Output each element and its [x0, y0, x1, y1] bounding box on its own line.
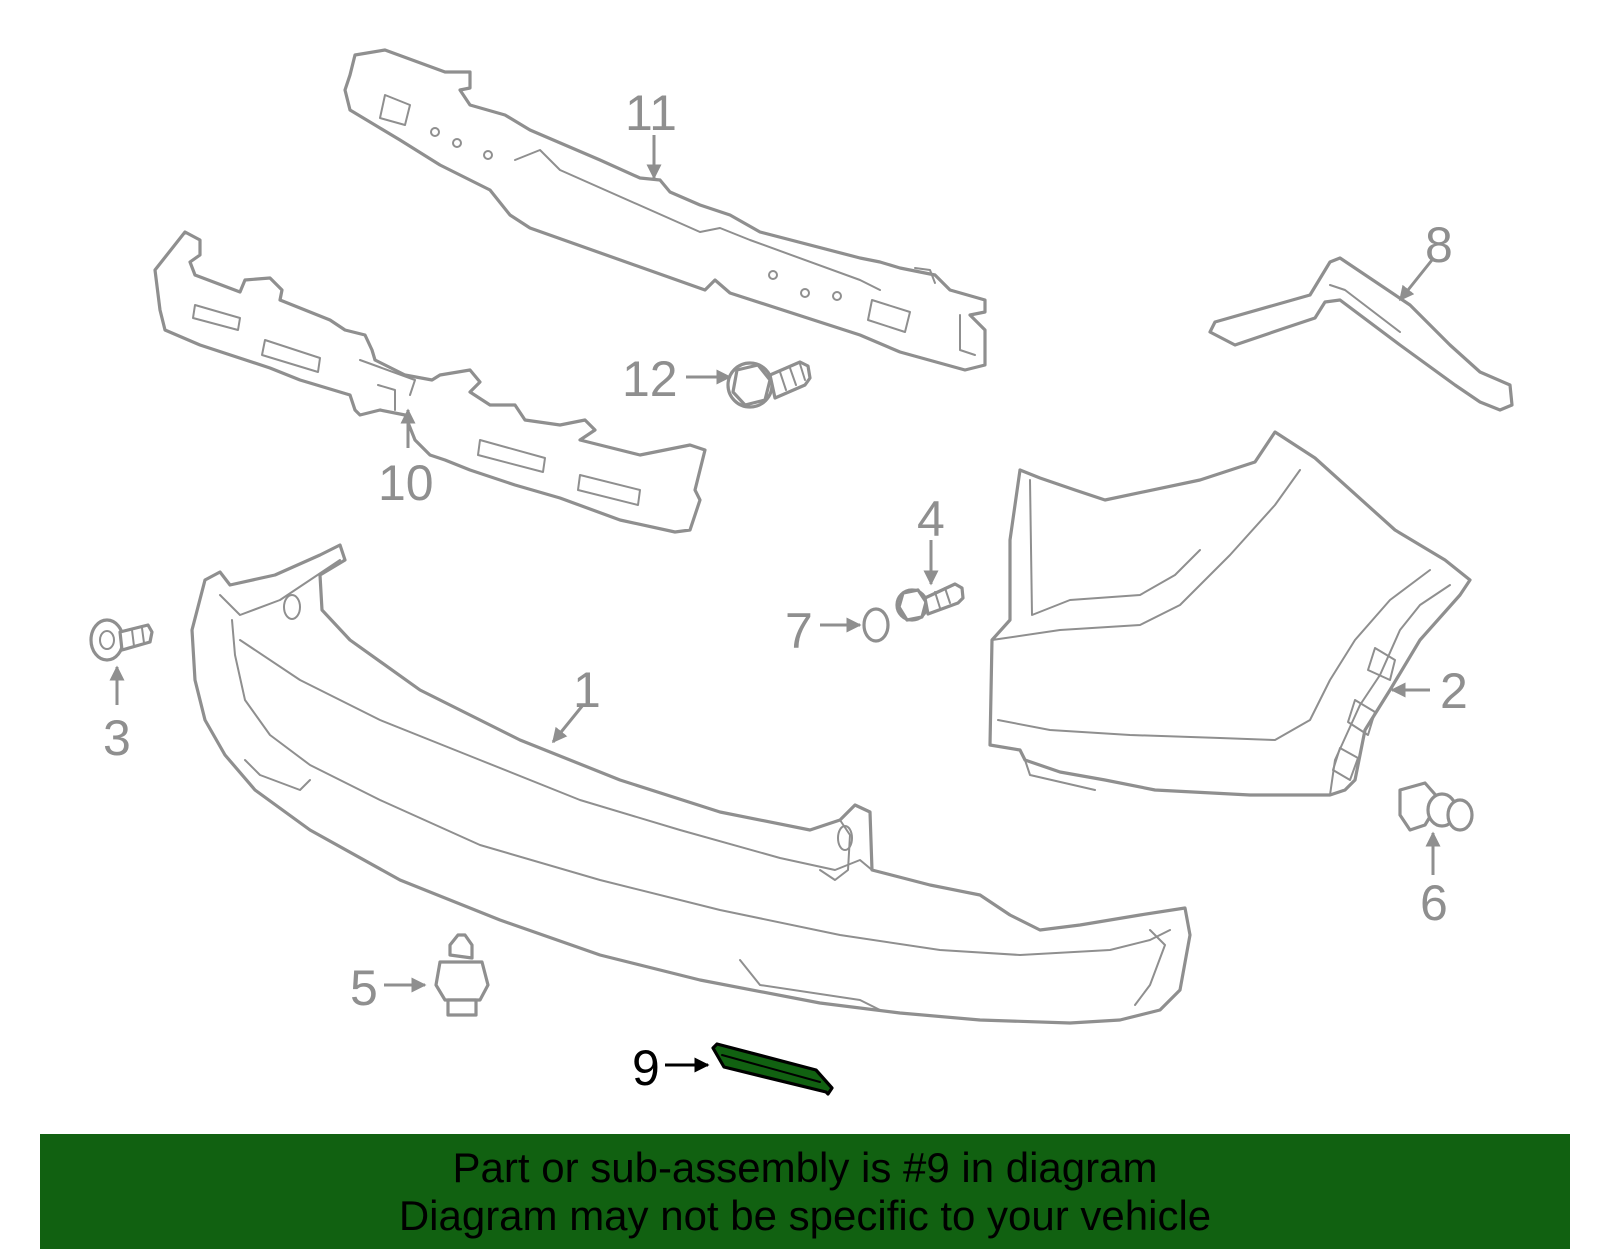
callout-2: 2: [1440, 663, 1468, 719]
callout-6: 6: [1420, 875, 1448, 931]
callout-labels: 11 10 12 8 4 7 2 1 3 5 6 9: [103, 85, 1468, 1096]
callout-3: 3: [103, 710, 131, 766]
banner-line-2: Diagram may not be specific to your vehi…: [398, 1192, 1212, 1239]
callout-9: 9: [632, 1040, 660, 1096]
callout-arrows: [109, 135, 1441, 1073]
callout-10: 10: [378, 455, 434, 511]
callout-11: 11: [625, 85, 677, 141]
part-11-reinforcement: [343, 48, 987, 372]
callout-8: 8: [1425, 217, 1453, 273]
callout-12: 12: [622, 351, 678, 407]
part-7-clip: [862, 607, 890, 643]
part-8-bracket: [1208, 256, 1514, 412]
callout-4: 4: [917, 491, 945, 547]
part-3-screw: [89, 618, 154, 662]
callout-5: 5: [350, 960, 378, 1016]
part-5-push-clip: [434, 933, 490, 1017]
banner-line-1: Part or sub-assembly is #9 in diagram: [452, 1144, 1158, 1191]
part-9-molding-highlighted: [711, 1042, 834, 1096]
part-10-absorber: [153, 230, 707, 534]
callout-7: 7: [785, 603, 813, 659]
part-6-push-clip: [1398, 781, 1474, 832]
callout-1: 1: [573, 662, 601, 718]
part-4-bolt: [895, 582, 965, 622]
part-2-side-cover: [988, 430, 1472, 797]
info-banner: Part or sub-assembly is #9 in diagram Di…: [40, 1134, 1570, 1249]
part-1-bumper-cover: [190, 543, 1192, 1025]
part-12-bolt: [726, 360, 812, 409]
